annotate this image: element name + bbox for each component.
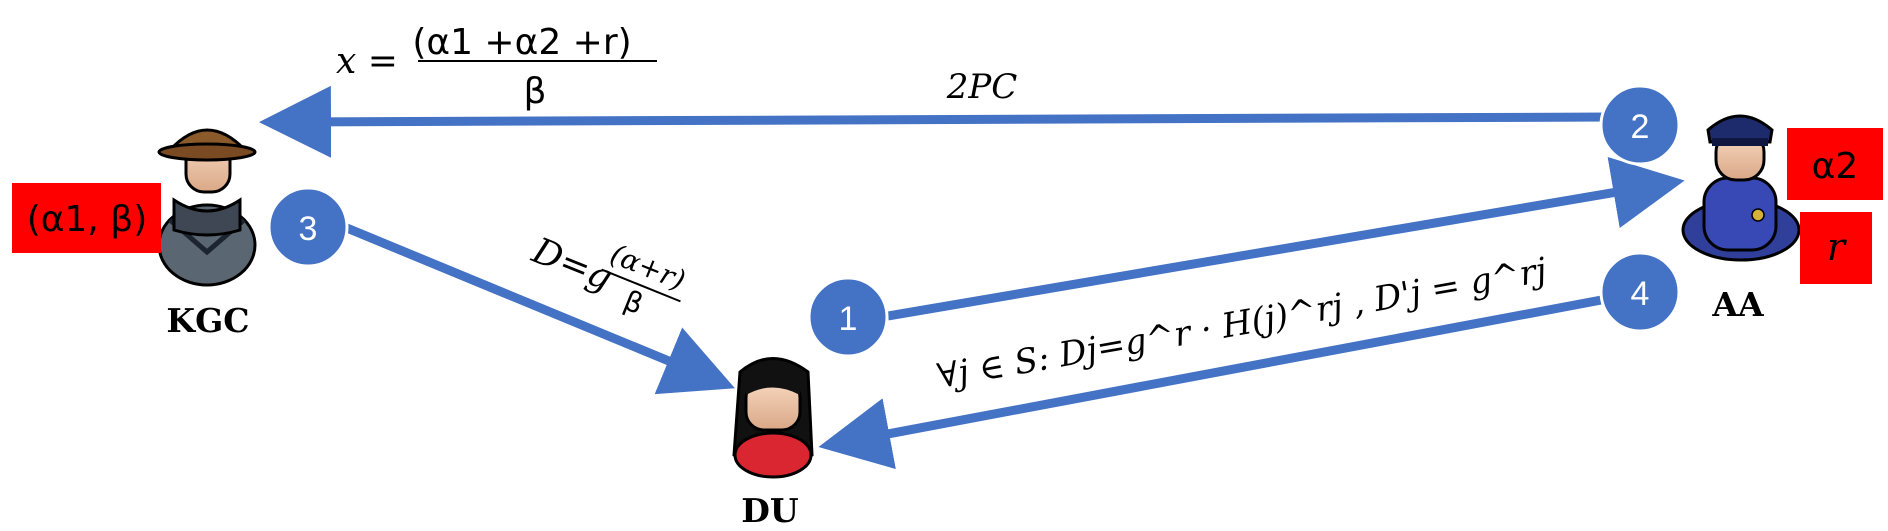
step-number: 1 [839,300,858,338]
aa-alpha-text: α2 [1812,146,1859,187]
step-badge-4: 4 [1599,251,1681,333]
arrow-aa-to-du [818,293,1613,470]
arrow-du-to-aa [887,157,1685,321]
d-formula-fraction-bar [601,268,681,303]
d-formula-base: D=g [526,230,618,299]
d-formula-denominator: β [619,284,648,321]
arrow-aa-to-kgc [259,85,1613,158]
protocol-label: 2PC [946,67,1018,107]
step-badge-3: 3 [267,186,349,268]
du-label: DU [741,491,799,530]
du-woman-icon [732,357,814,479]
aa-police-icon [1681,114,1801,262]
arrow-kgc-to-du [340,221,735,395]
aa-r-text: r [1827,225,1848,269]
step-number: 4 [1631,275,1650,313]
kgc-secret-box [12,183,161,253]
step-number: 3 [299,210,318,248]
aa-label: AA [1711,285,1764,324]
step-number: 2 [1631,108,1650,146]
kgc-secret-text: (α1, β) [27,199,148,240]
kgc-label: KGC [166,301,249,340]
x-formula-lhs: x = [336,41,398,82]
aa-r-box [1800,212,1872,284]
kgc-spy-icon [157,128,257,287]
x-formula-denominator: β [524,71,547,112]
step-badge-1: 1 [807,276,889,358]
x-formula-numerator: (α1 +α2 +r) [412,22,631,63]
aa-alpha-box [1787,128,1883,200]
step-badge-2: 2 [1599,84,1681,166]
